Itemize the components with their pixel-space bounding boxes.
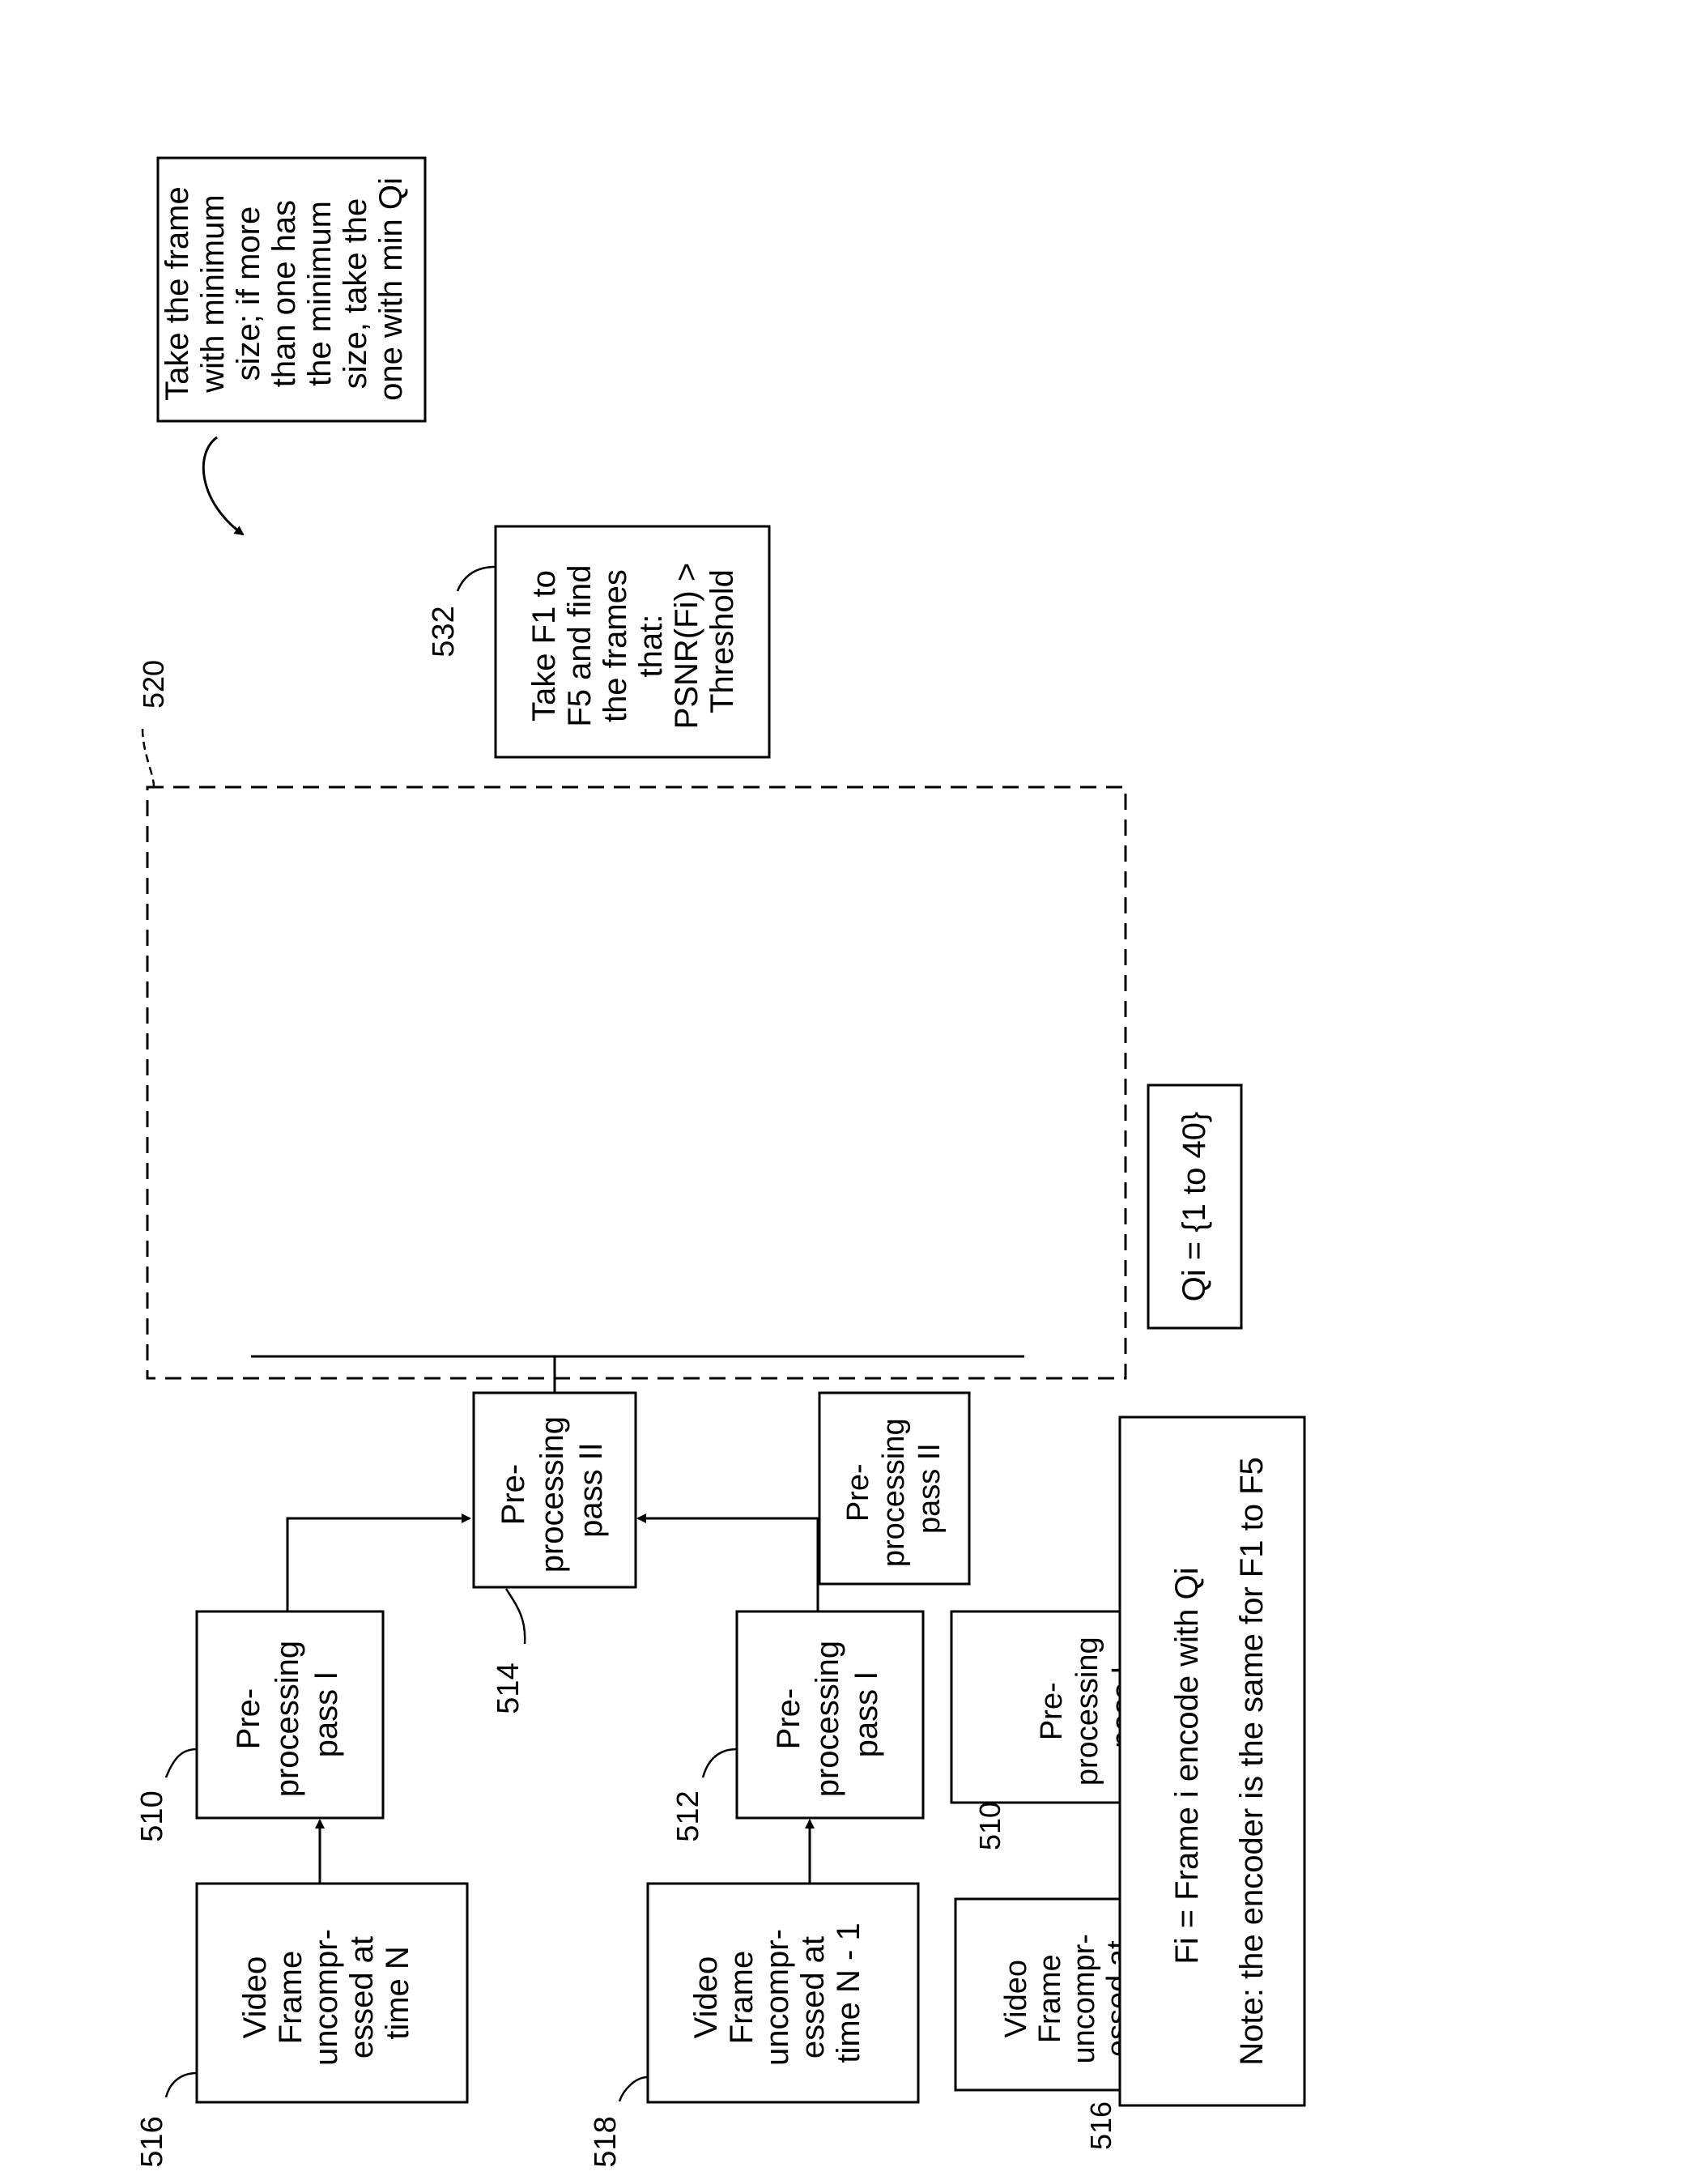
pre1a-text-2: processing <box>270 1641 305 1797</box>
ref-516-label: 516 <box>135 2116 169 2167</box>
arrow-pre1a-to-pre2 <box>287 1518 470 1611</box>
minsize-line-5: the minimum <box>302 201 338 386</box>
pre1a-line-2: processing <box>1070 1637 1104 1786</box>
preprocessing-pass-2-box: Pre- processing pass II <box>819 1393 969 1584</box>
pre1b-text-2: processing <box>810 1641 845 1797</box>
pre1a-text-3: pass I <box>309 1671 344 1758</box>
video-n-text-1: Video <box>237 1956 273 2039</box>
psnr-line-1: Take F1 to <box>526 570 562 722</box>
video-n-text-3: uncompr- <box>309 1929 344 2066</box>
psnr-line-5: PSNR(Fi) > <box>669 563 704 730</box>
note-rect <box>1120 1417 1304 2105</box>
ref-516-lead <box>166 2073 197 2097</box>
pre2-line-1: Pre- <box>841 1463 875 1522</box>
video-n-text-5: time N <box>380 1946 415 2040</box>
pre2-line-2: processing <box>877 1418 911 1567</box>
minsize-line-3: size; if more <box>231 206 266 381</box>
psnr-line-6: Threshold <box>704 569 740 713</box>
minsize-line-1: Take the frame <box>160 186 195 401</box>
group-ref-520: 520 <box>137 660 170 709</box>
ref-514-label: 514 <box>492 1662 526 1714</box>
minsize-line-2: with minimum <box>195 194 231 393</box>
qi-range-text: Qi = {1 to 40} <box>1177 1112 1212 1302</box>
ref-512-label: 512 <box>671 1790 705 1841</box>
pre1a-line-1: Pre- <box>1035 1682 1069 1740</box>
minsize-line-4: than one has <box>266 200 302 387</box>
minsize-line-7: one with min Qi <box>373 177 409 401</box>
minsize-line-6: size, take the <box>338 198 373 390</box>
video-n-line-2: Frame <box>1033 1954 1067 2043</box>
svg-text:Take the frame with minimu: Take the frame with minimum size; if mor… <box>160 177 409 401</box>
psnr-line-2: F5 and find <box>562 564 598 726</box>
pre1b-text-3: pass I <box>849 1671 884 1758</box>
video-n1-text-5: time N - 1 <box>831 1922 866 2063</box>
ref-510: 510 <box>973 1802 1006 1850</box>
ref-514-lead <box>506 1589 525 1644</box>
pre2-text-2: processing <box>534 1416 570 1573</box>
arrow-pre1b-to-pre2 <box>638 1518 818 1611</box>
ref-532-lead <box>457 567 496 591</box>
encoder-group-dashed-box <box>147 787 1126 1378</box>
ref-510-label: 510 <box>135 1790 169 1841</box>
group-ref-520-leader <box>143 729 154 787</box>
video-n1-text-3: uncompr- <box>760 1929 795 2066</box>
video-n-line-3: uncompr- <box>1067 1934 1101 2064</box>
pre2-text-3: pass II <box>573 1442 609 1538</box>
note-line-1: Fi = Frame i encode with Qi <box>1169 1567 1205 1964</box>
ref-516: 516 <box>1084 2101 1117 2150</box>
ref-532-label: 532 <box>427 606 461 657</box>
ref-518-lead <box>619 2077 648 2101</box>
note-line-2: Note: the encoder is the same for F1 to … <box>1234 1457 1270 2065</box>
ref-500-arrow <box>203 437 243 534</box>
pre2-line-3: pass II <box>913 1443 947 1534</box>
video-n-line-1: Video <box>999 1960 1033 2038</box>
pre1a-text-1: Pre- <box>231 1688 266 1750</box>
video-n1-text-1: Video <box>688 1956 724 2039</box>
video-n1-text-2: Frame <box>724 1951 760 2045</box>
psnr-line-4: that: <box>633 615 669 678</box>
video-n-text-4: essed at <box>344 1936 380 2058</box>
pre2-text-1: Pre- <box>496 1464 531 1526</box>
pre1b-text-1: Pre- <box>771 1688 806 1750</box>
psnr-line-3: the frames <box>598 569 633 722</box>
ref-510-lead <box>166 1749 197 1777</box>
ref-518-label: 518 <box>589 2116 623 2167</box>
video-n-text-2: Frame <box>273 1951 309 2045</box>
video-n1-text-4: essed at <box>795 1936 831 2058</box>
ref-512-lead <box>703 1749 737 1777</box>
